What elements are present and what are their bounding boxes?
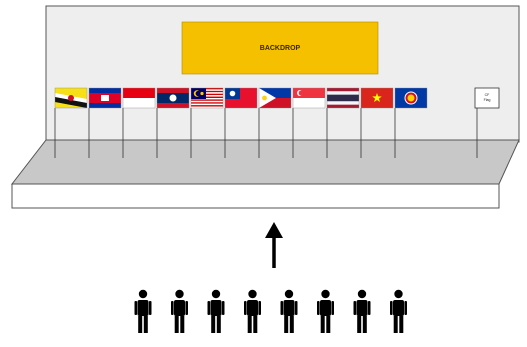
person-icon xyxy=(280,289,298,333)
flag-indonesia xyxy=(122,87,156,158)
audience-row xyxy=(134,289,407,333)
flag-cloth xyxy=(54,87,88,109)
flag-philippines xyxy=(258,87,292,158)
stage-flag-label-line1: CF xyxy=(485,93,490,97)
flag-thailand xyxy=(326,87,360,158)
flag-cloth xyxy=(258,87,292,109)
flag-cloth xyxy=(88,87,122,109)
flag-cloth xyxy=(156,87,190,109)
stage-top xyxy=(10,139,520,185)
flag-cloth xyxy=(394,87,428,109)
arrow-up-icon xyxy=(265,222,283,268)
stage-flag-cloth xyxy=(474,87,500,109)
flag-singapore xyxy=(292,87,326,158)
person-icon xyxy=(317,289,334,333)
backdrop-banner xyxy=(181,21,379,75)
flag-cloth xyxy=(326,87,360,109)
stage-flag: CF Flag xyxy=(474,87,500,158)
person-icon xyxy=(244,289,261,333)
person-icon xyxy=(390,289,407,333)
flag-cloth xyxy=(224,87,258,109)
flag-myanmar xyxy=(224,87,258,158)
flag-cloth xyxy=(292,87,326,109)
flag-cloth xyxy=(360,87,394,109)
flag-vietnam xyxy=(360,87,394,158)
stage-flag-label-line2: Flag xyxy=(484,98,491,102)
flag-cambodia xyxy=(88,87,122,158)
flag-malaysia xyxy=(190,87,224,158)
flag-cloth xyxy=(122,87,156,109)
backdrop-label: BACKDROP xyxy=(260,45,301,52)
flag-cloth xyxy=(190,87,224,109)
person-icon xyxy=(134,289,152,333)
flag-brunei xyxy=(54,87,88,158)
person-icon xyxy=(353,289,371,333)
stage-front xyxy=(11,183,500,209)
person-icon xyxy=(171,289,188,333)
person-icon xyxy=(207,289,225,333)
flag-laos xyxy=(156,87,190,158)
flag-row xyxy=(54,87,428,158)
flag-asean xyxy=(394,87,428,158)
